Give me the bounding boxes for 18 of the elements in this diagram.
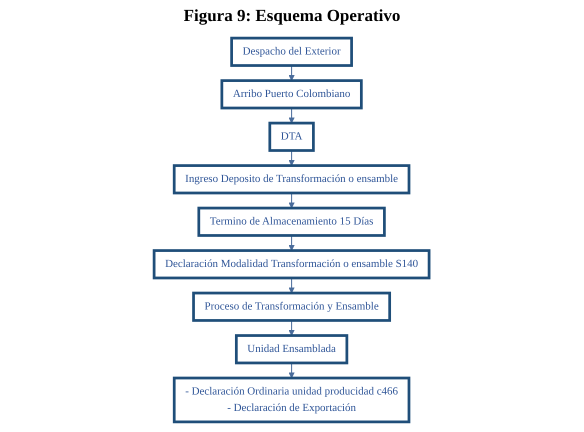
arrow (288, 320, 295, 336)
node-box: - Declaración Ordinaria unidad producidad c466 - Declaración de Exportación (173, 376, 411, 424)
arrow (288, 235, 295, 251)
figure-title: Figura 9: Esquema Operativo (184, 6, 400, 25)
node-box: Despacho del Exterior (230, 36, 354, 67)
node-box: Declaración Modalidad Transformación o ensamble S140 (153, 249, 431, 280)
node-box: DTA (268, 122, 316, 152)
node-box: Unidad Ensamblada (235, 334, 349, 364)
node-box: Arribo Puerto Colombiano (220, 79, 364, 110)
node-box: Ingreso Deposito de Transformación o ensamble (173, 164, 411, 194)
arrow (288, 278, 295, 294)
arrow (288, 150, 295, 166)
node-box: Termino de Almacenamiento 15 Días (198, 206, 386, 237)
arrow (288, 362, 295, 378)
arrow (288, 108, 295, 124)
arrow (288, 193, 295, 208)
node-box: Proceso de Transformación y Ensamble (192, 292, 392, 322)
arrow (288, 66, 295, 81)
